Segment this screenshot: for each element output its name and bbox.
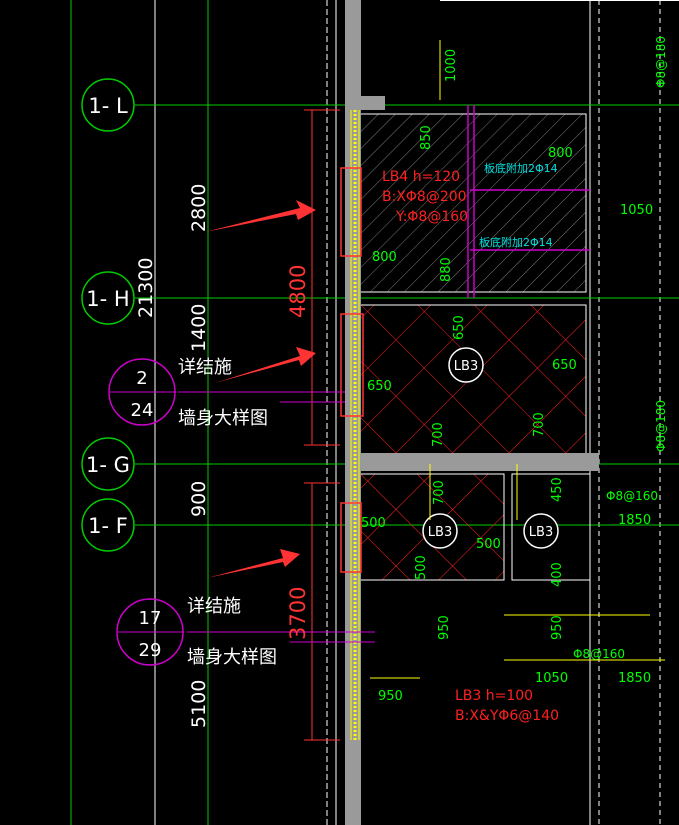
detail-2-top: 17 [139, 608, 162, 629]
detail-1-top: 2 [136, 368, 147, 389]
dimension-ticks [370, 40, 665, 679]
extra-rebar-2: 板底附加2Φ14 [479, 235, 553, 249]
slab-tag-3: LB3 [523, 513, 559, 549]
axis-bubble-G: 1- G [81, 437, 135, 491]
dim-1050-top: 1050 [620, 203, 653, 218]
walls [345, 0, 599, 825]
annotation-arrows [205, 200, 316, 578]
detail-1-bottom: 24 [131, 400, 154, 421]
slab-tag-1-text: LB3 [454, 359, 478, 374]
dim-450: 450 [550, 477, 565, 502]
lb4-labels: LB4 h=120 B:XΦ8@200 Y:Φ8@160 [382, 169, 468, 225]
dim-650-left: 650 [367, 379, 392, 394]
lb4-title: LB4 h=120 [382, 169, 460, 185]
detail-2-note2: 墙身大样图 [187, 647, 277, 668]
axis-bubble-H: 1- H [81, 271, 135, 325]
axis-label-F: 1- F [88, 514, 128, 538]
slab-tag-3-text: LB3 [529, 525, 553, 540]
dim-2800: 2800 [188, 184, 210, 232]
dim-800-top: 800 [548, 146, 573, 161]
detail-1-note1: 详结施 [178, 357, 232, 378]
dim-1050-mid: 1050 [535, 671, 568, 686]
dim-4800: 4800 [286, 265, 310, 318]
dim-1000: 1000 [444, 49, 459, 82]
dim-3700: 3700 [286, 587, 310, 640]
lb3-labels: LB3 h=100 B:X&YΦ6@140 [455, 688, 559, 724]
dim-950-c: 950 [378, 689, 403, 704]
detail-2-bottom: 29 [139, 640, 162, 661]
lb3-title: LB3 h=100 [455, 688, 533, 704]
lb4-y-rebar: Y:Φ8@160 [395, 209, 468, 225]
extra-rebar-1: 板底附加2Φ14 [484, 161, 558, 175]
wall-openings [340, 167, 364, 573]
dim-700-c: 700 [432, 480, 447, 505]
slab-tag-2: LB3 [422, 513, 458, 549]
rebar-160-b: Φ8@160 [573, 647, 625, 661]
axis-bubble-F: 1- F [81, 498, 135, 552]
dim-500-left: 500 [361, 516, 386, 531]
dim-850: 850 [419, 125, 434, 150]
dim-650-vert: 650 [452, 315, 467, 340]
slab-dimensions: 1000 850 800 800 880 1050 650 650 650 70… [361, 49, 653, 704]
left-dimensions: 2800 1400 21300 900 5100 [135, 184, 210, 728]
dim-950-b: 950 [550, 615, 565, 640]
vertical-dimension-lines [304, 109, 340, 741]
detail-callout-2: 17 29 详结施 墙身大样图 [116, 596, 277, 668]
dim-700-a: 700 [431, 422, 446, 447]
rebar-180-top: Φ8@180 [654, 36, 668, 88]
detail-1-note2: 墙身大样图 [178, 408, 268, 429]
lb3-rebar: B:X&YΦ6@140 [455, 708, 559, 724]
detail-2-note1: 详结施 [187, 596, 241, 617]
rebar-180-mid: Φ8@180 [654, 400, 668, 452]
axis-label-L: 1- L [88, 94, 128, 118]
slab-tag-1: LB3 [448, 347, 484, 383]
dim-950-a: 950 [437, 615, 452, 640]
dim-1400: 1400 [188, 304, 210, 352]
rebar-160-a: Φ8@160 [606, 489, 658, 503]
lb4-x-rebar: B:XΦ8@200 [382, 189, 467, 205]
slab-tag-2-text: LB3 [428, 525, 452, 540]
dim-5100: 5100 [188, 680, 210, 728]
axis-label-G: 1- G [86, 453, 130, 477]
dim-1850-b: 1850 [618, 671, 651, 686]
dim-500-mid: 500 [476, 537, 501, 552]
detail-leaders [178, 391, 375, 643]
dim-500-vert: 500 [414, 555, 429, 580]
dim-1850-a: 1850 [618, 513, 651, 528]
vertical-guide-lines [70, 0, 679, 825]
extra-rebar-lines [467, 105, 590, 298]
dim-900: 900 [188, 481, 210, 517]
axis-label-H: 1- H [86, 287, 129, 311]
rebar-spacing-labels: Φ8@180 Φ8@180 Φ8@160 Φ8@160 [573, 36, 668, 661]
dim-800-left: 800 [372, 250, 397, 265]
detail-callout-1: 2 24 详结施 墙身大样图 [108, 357, 268, 429]
lb4-hatch [357, 113, 587, 293]
dim-21300: 21300 [135, 258, 157, 318]
dim-700-b: 700 [532, 412, 547, 437]
dim-400: 400 [550, 562, 565, 587]
extra-rebar-labels: 板底附加2Φ14 板底附加2Φ14 [479, 161, 558, 249]
lb3-plain-right [511, 473, 591, 581]
dim-880: 880 [439, 257, 454, 282]
axis-bubble-L: 1- L [81, 78, 135, 132]
dim-650-right: 650 [552, 358, 577, 373]
